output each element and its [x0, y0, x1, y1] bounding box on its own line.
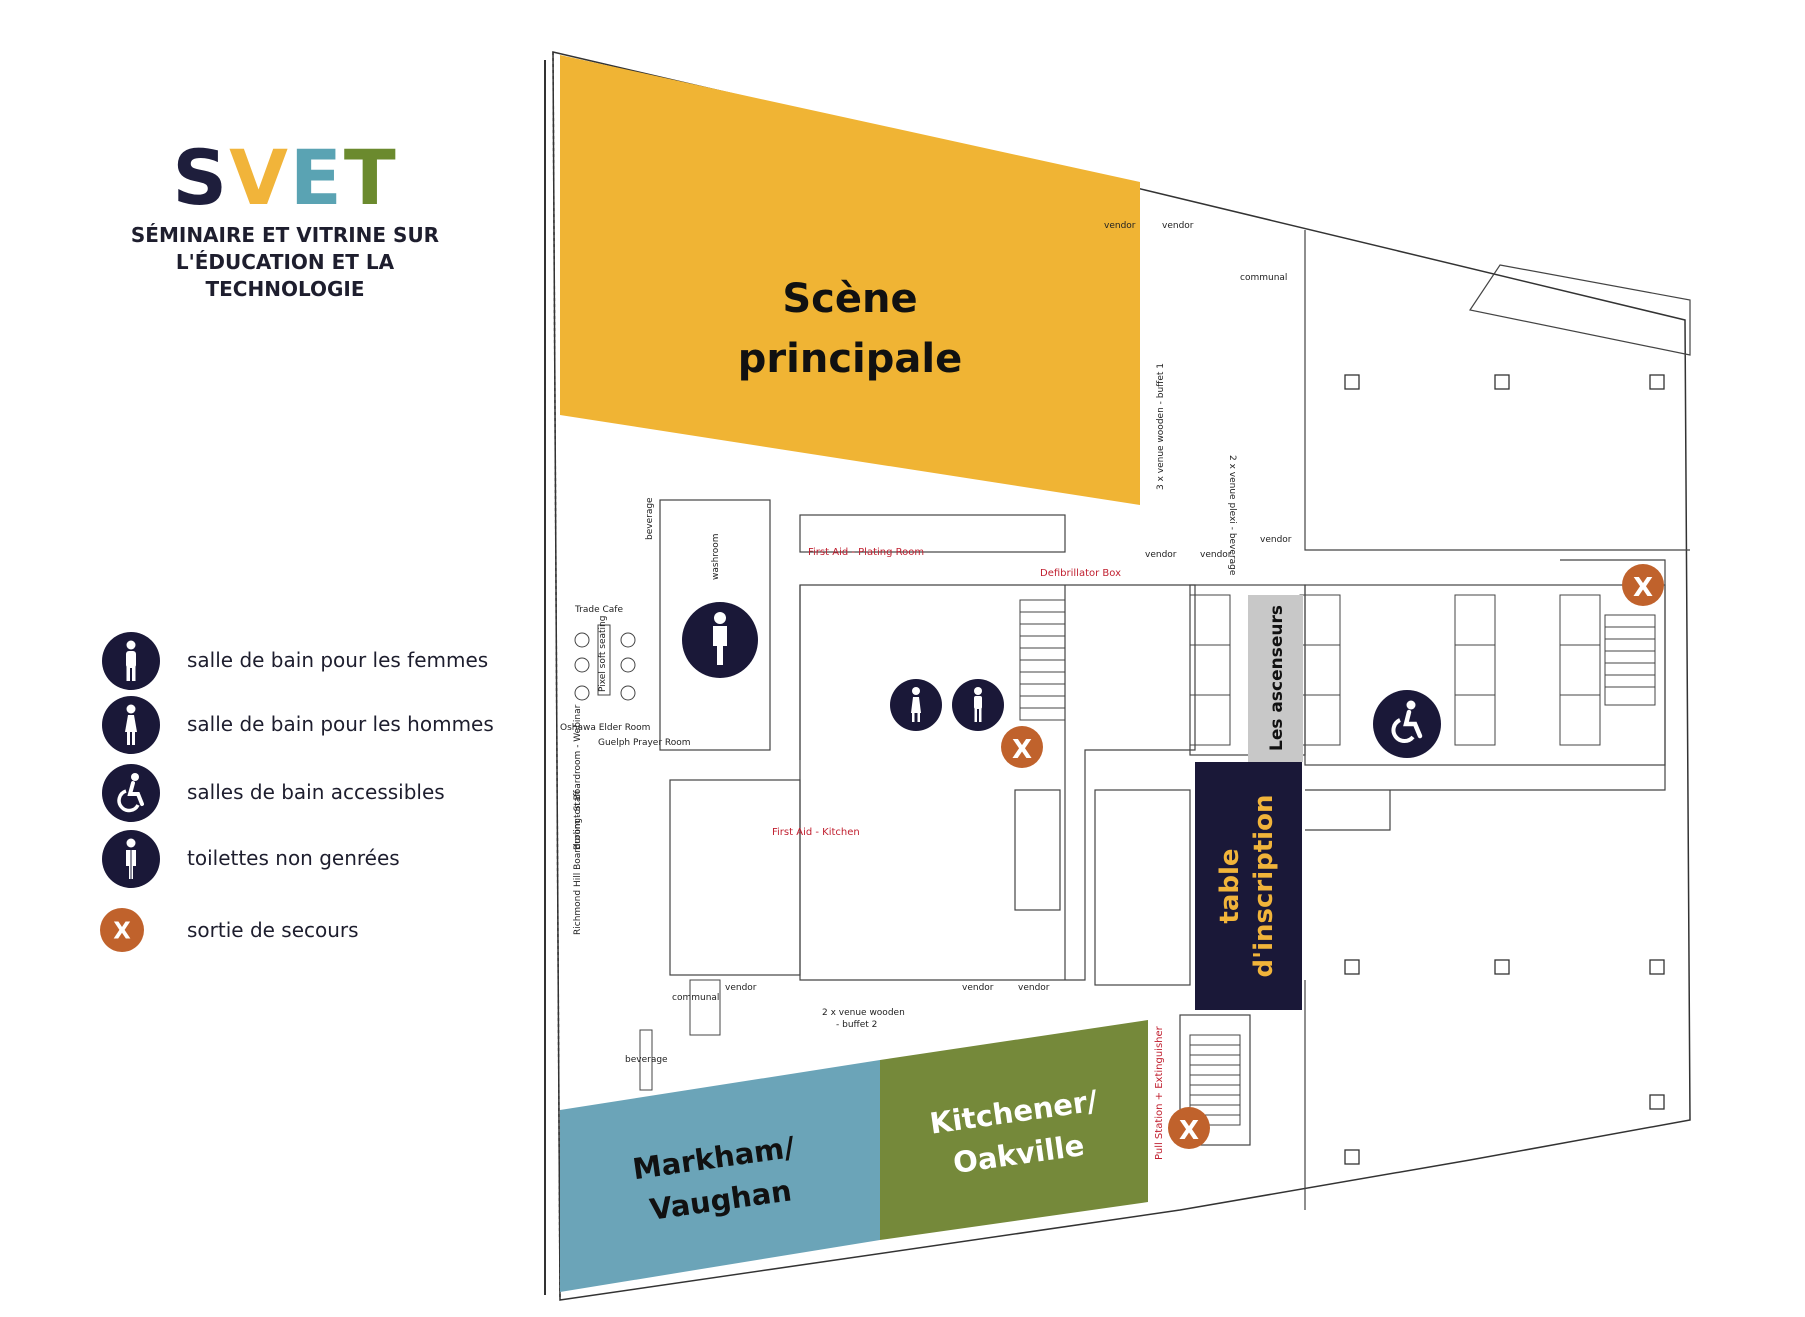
soft-seating-label: Pixel soft seating	[598, 616, 608, 692]
first-aid-plating-label: First Aid - Plating Room	[808, 547, 924, 558]
logo-subtitle-line: L'ÉDUCATION ET LA	[175, 250, 395, 274]
accessible-restroom-icon	[102, 764, 160, 822]
buffet-2-label-line1: 2 x venue wooden	[822, 1008, 905, 1018]
legend-label: salle de bain pour les femmes	[187, 648, 489, 672]
zone-elevators[interactable]	[1248, 595, 1303, 762]
interior-walls	[659, 230, 1691, 1210]
exit-mark: X	[113, 918, 131, 944]
zone-registration-table[interactable]	[1195, 762, 1302, 1010]
logo-letter-s: S	[172, 133, 230, 222]
zone-markham-vaughan[interactable]	[560, 1060, 880, 1292]
vendor-label: vendor	[1200, 550, 1232, 560]
logo-letter-t: T	[343, 133, 398, 222]
defibrillator-label: Defibrillator Box	[1040, 568, 1121, 579]
vendor-label: vendor	[1145, 550, 1177, 560]
male-restroom-icon	[890, 679, 942, 731]
exit-mark: X	[1633, 573, 1653, 603]
oshawa-room-label: Oshawa Elder Room	[560, 723, 650, 733]
washroom-label: washroom	[711, 533, 721, 580]
legend-item-female: salle de bain pour les femmes	[102, 632, 542, 692]
vendor-label: vendor	[1162, 221, 1194, 231]
legend-item-male: salle de bain pour les hommes	[102, 696, 542, 756]
legend-item-neutral: toilettes non genrées	[102, 830, 542, 890]
beverage-label: beverage	[645, 497, 655, 540]
emergency-exit-icon: X	[1168, 1107, 1210, 1149]
richmond-room-label: Richmond Hill Boardroom - Staff	[573, 789, 583, 935]
beverage-label: beverage	[625, 1055, 668, 1065]
elevators-label: Les ascenseurs	[1267, 605, 1287, 751]
burlington-room-label: Burlington Boardroom - Webinar	[573, 704, 583, 850]
main-stage-label-line2: principale	[738, 336, 962, 382]
stairs	[1019, 599, 1656, 1126]
vendor-label: vendor	[962, 983, 994, 993]
first-aid-kitchen-label: First Aid - Kitchen	[772, 827, 860, 838]
exit-mark: X	[1179, 1116, 1199, 1146]
buffet-2-label-line2: - buffet 2	[836, 1020, 877, 1030]
legend-label: toilettes non genrées	[187, 846, 400, 870]
emergency-exit-icon: X	[100, 908, 144, 952]
logo-letter-v: V	[229, 133, 290, 222]
logo-letter-e: E	[289, 133, 344, 222]
logo-subtitle: SÉMINAIRE ET VITRINE SUR L'ÉDUCATION ET …	[120, 222, 450, 303]
legend-label: sortie de secours	[187, 918, 359, 942]
buffet-1-label: 3 x venue wooden - buffet 1	[1156, 363, 1166, 490]
emergency-exit-icon: X	[1622, 564, 1664, 606]
emergency-exit-icon: X	[1001, 726, 1043, 768]
vendor-label: vendor	[1104, 221, 1136, 231]
legend-label: salles de bain accessibles	[187, 780, 445, 804]
cafe-tables	[574, 624, 721, 1091]
registration-label-line2: d'inscription	[1249, 795, 1279, 978]
male-restroom-icon	[102, 696, 160, 754]
zone-main-stage[interactable]	[560, 55, 1140, 505]
zone-kitchener-oakville[interactable]	[880, 1020, 1148, 1240]
columns	[1344, 374, 1665, 1165]
vendor-label: vendor	[725, 983, 757, 993]
svet-logo: SVET SÉMINAIRE ET VITRINE SUR L'ÉDUCATIO…	[120, 138, 450, 303]
building-outline	[544, 51, 1691, 1301]
gender-neutral-restroom-icon	[102, 830, 160, 888]
vendor-label: vendor	[1018, 983, 1050, 993]
vendor-label: vendor	[1260, 535, 1292, 545]
gender-neutral-restroom-icon	[682, 602, 758, 678]
exit-mark: X	[1012, 735, 1032, 765]
accessible-restroom-icon	[1373, 690, 1441, 758]
beverage-plexi-label: 2 x venue plexi - beverage	[1227, 455, 1237, 576]
female-restroom-icon	[952, 679, 1004, 731]
legend-label: salle de bain pour les hommes	[187, 712, 494, 736]
pull-station-label: Pull Station + Extinguisher	[1154, 1025, 1165, 1160]
communal-label: communal	[1240, 273, 1287, 283]
main-stage-label-line1: Scène	[782, 276, 917, 322]
legend-item-accessible: salles de bain accessibles	[102, 764, 542, 824]
logo-wordmark: SVET	[120, 138, 450, 218]
guelph-room-label: Guelph Prayer Room	[598, 738, 691, 748]
trade-cafe-label: Trade Cafe	[574, 605, 623, 615]
legend-item-exit: X sortie de secours	[100, 902, 542, 962]
logo-subtitle-line: TECHNOLOGIE	[205, 277, 365, 301]
female-restroom-icon	[102, 632, 160, 690]
logo-subtitle-line: SÉMINAIRE ET VITRINE SUR	[130, 223, 440, 247]
registration-label-line1: table	[1215, 848, 1245, 923]
communal-label: communal	[672, 993, 719, 1003]
elevator-cabins	[1189, 594, 1601, 746]
